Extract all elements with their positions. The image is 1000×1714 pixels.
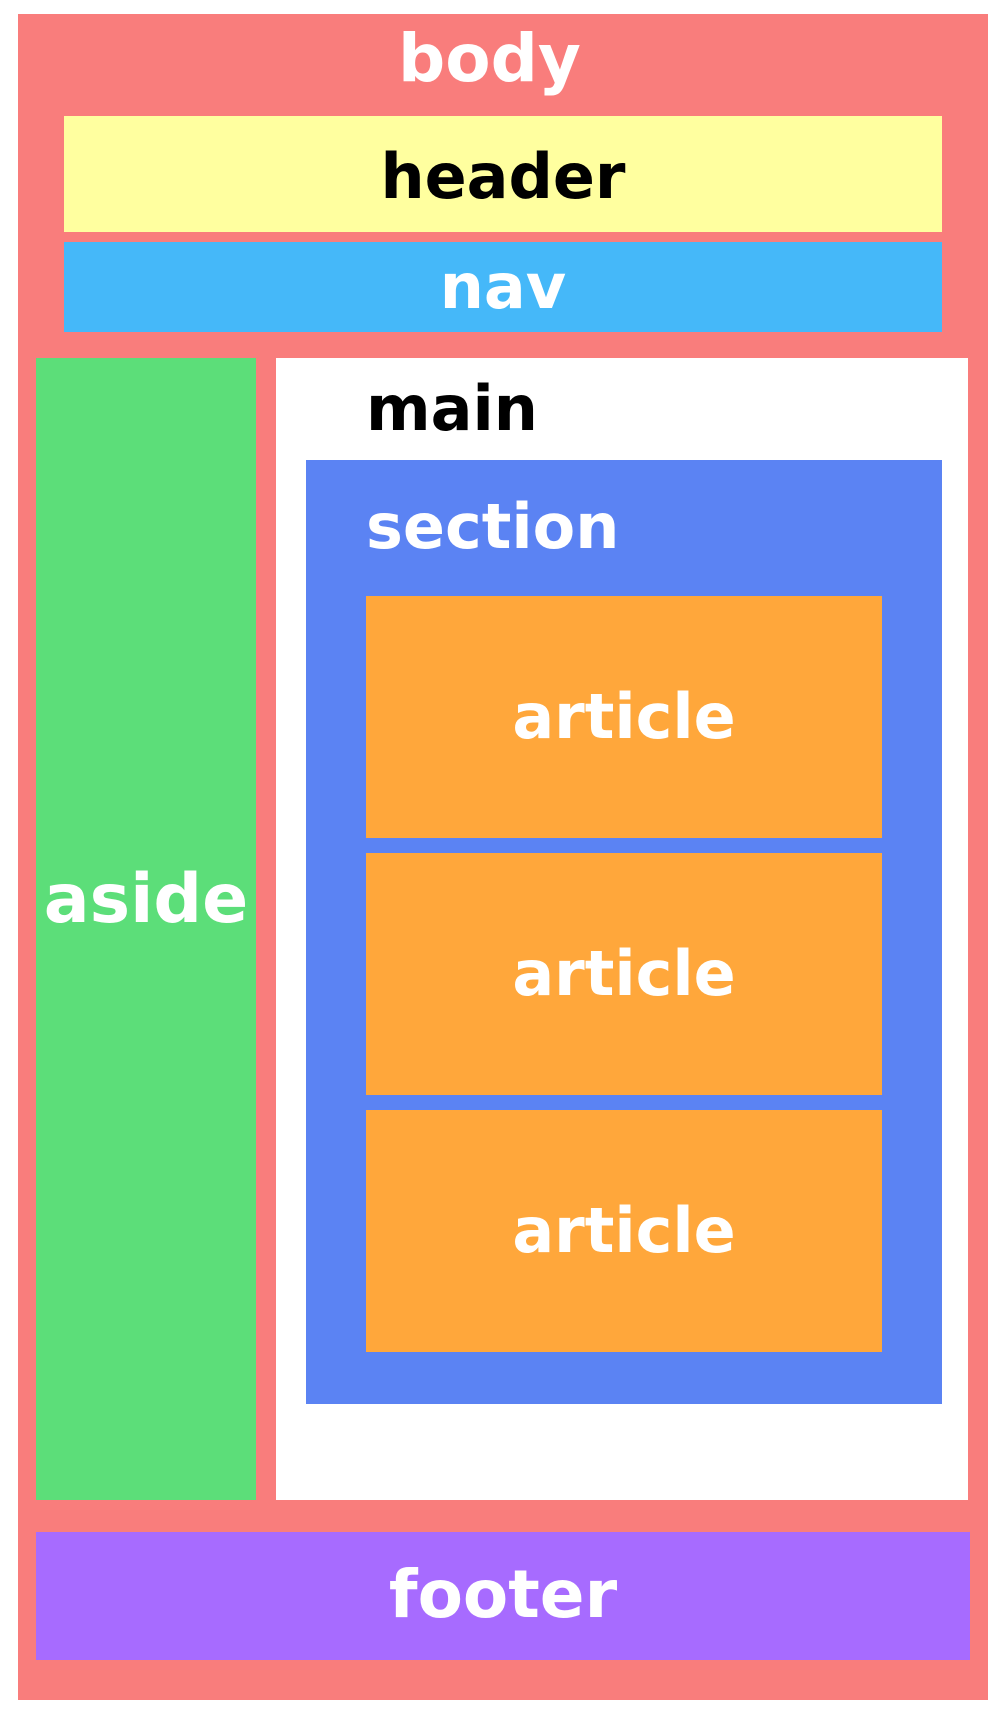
article-box: article bbox=[366, 596, 882, 838]
header-box: header bbox=[64, 116, 942, 232]
section-label: section bbox=[366, 490, 620, 563]
nav-label: nav bbox=[439, 250, 567, 323]
header-label: header bbox=[380, 140, 626, 213]
article-box: article bbox=[366, 853, 882, 1095]
aside-box: aside bbox=[36, 358, 256, 1500]
body-label: body bbox=[398, 20, 581, 97]
aside-label: aside bbox=[43, 860, 249, 939]
footer-box: footer bbox=[36, 1532, 970, 1660]
nav-box: nav bbox=[64, 242, 942, 332]
article-label: article bbox=[512, 937, 736, 1010]
article-label: article bbox=[512, 1194, 736, 1267]
footer-label: footer bbox=[388, 1556, 618, 1633]
main-label: main bbox=[366, 372, 538, 445]
article-label: article bbox=[512, 680, 736, 753]
article-box: article bbox=[366, 1110, 882, 1352]
